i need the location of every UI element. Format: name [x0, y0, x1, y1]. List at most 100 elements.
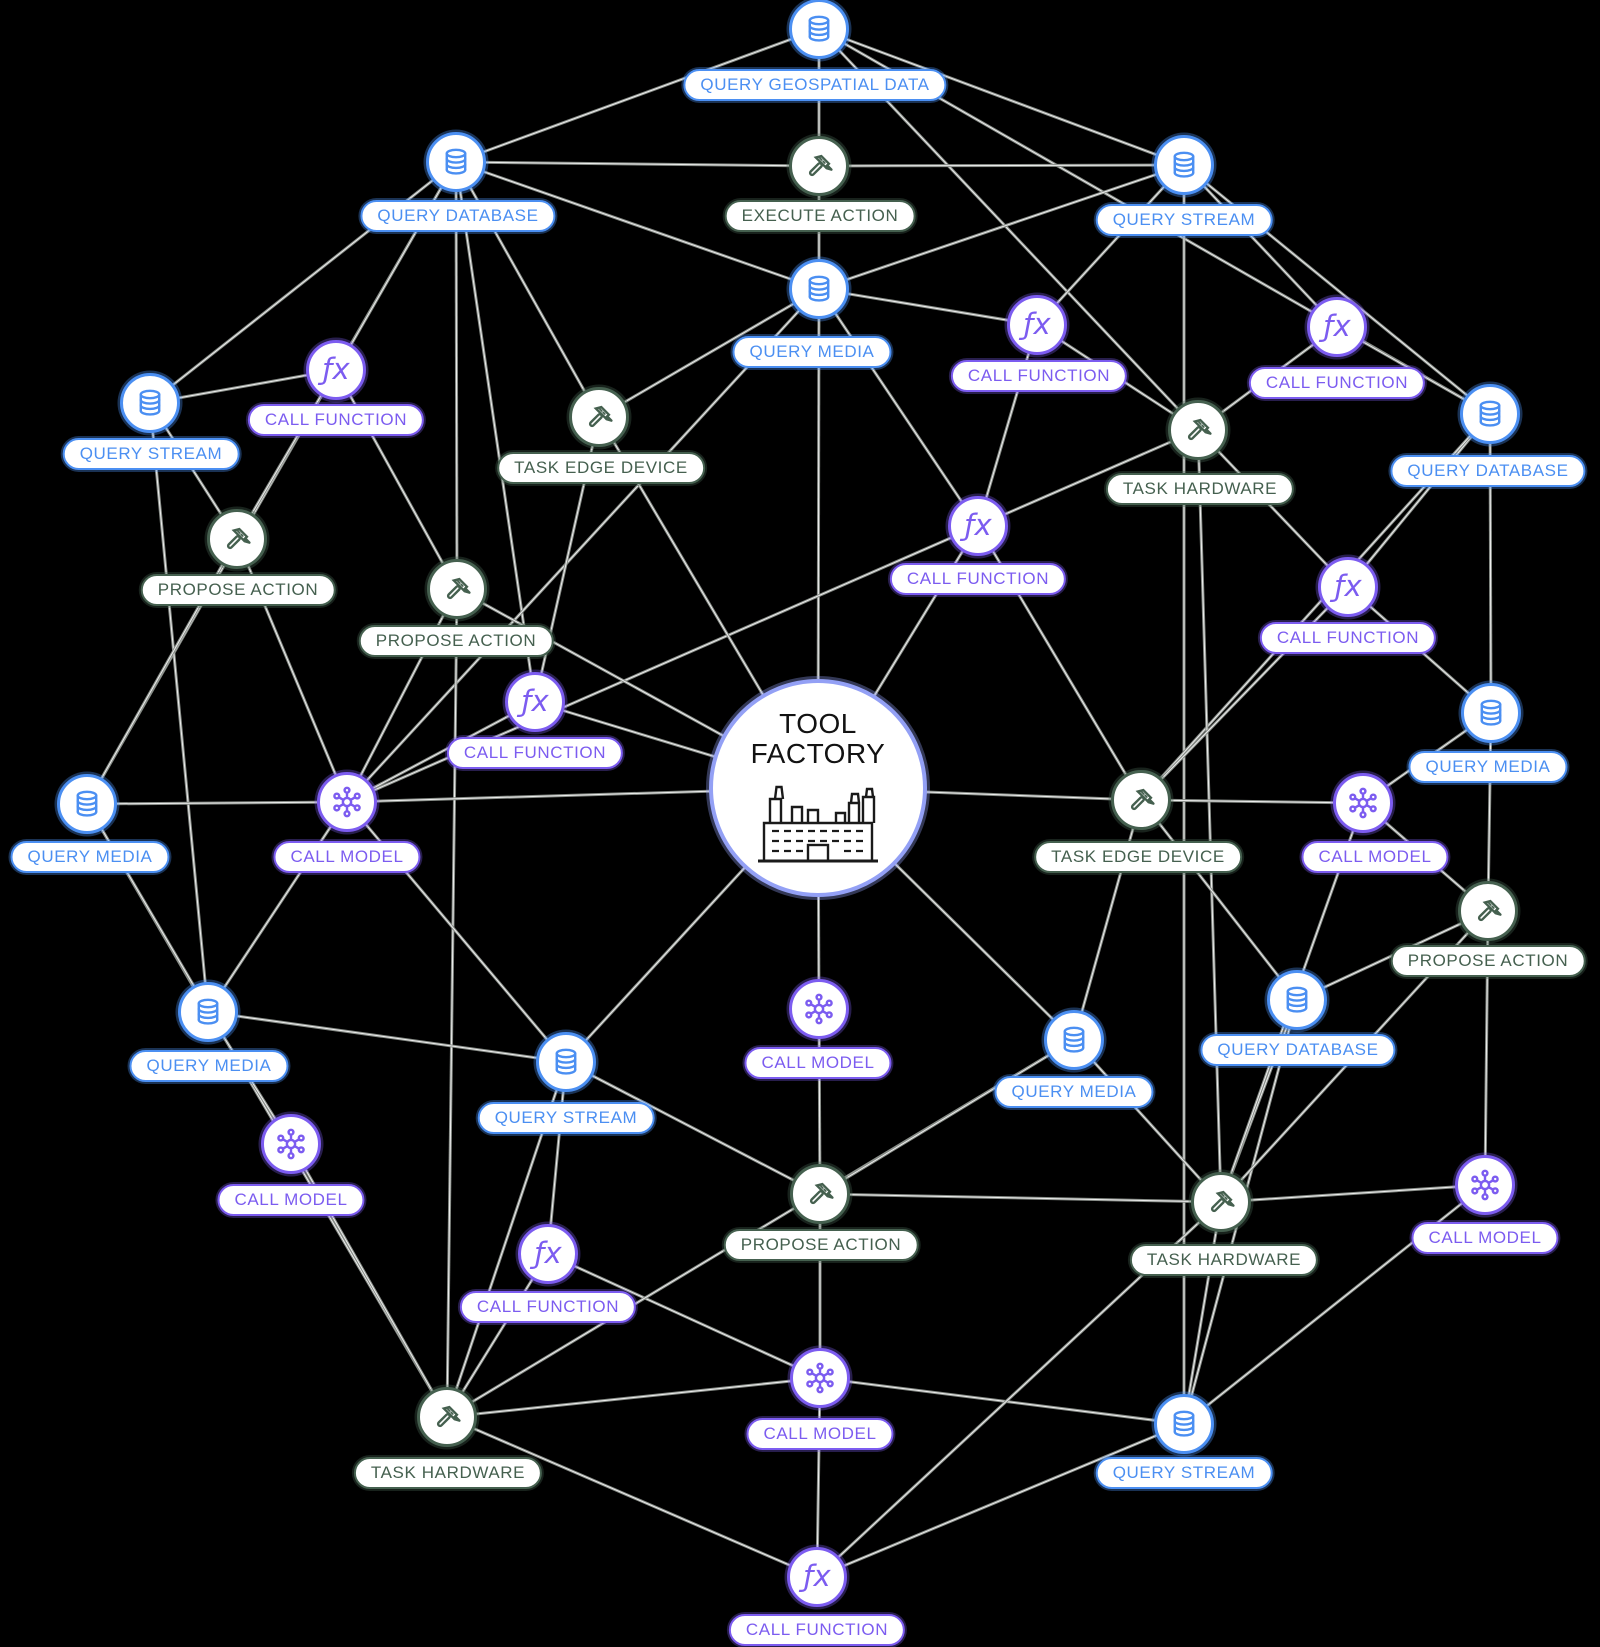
node-ted_tl[interactable]: [569, 387, 629, 447]
node-circle-qs_tr[interactable]: [1154, 135, 1214, 195]
node-circle-cm_bc[interactable]: [790, 1348, 850, 1408]
node-qm_ll[interactable]: [178, 982, 238, 1042]
node-label-qs_c[interactable]: QUERY STREAM: [477, 1102, 655, 1134]
node-th_bl[interactable]: [417, 1387, 477, 1447]
node-circle-cf_bot[interactable]: ƒx: [787, 1547, 847, 1607]
node-circle-th_tr[interactable]: [1168, 400, 1228, 460]
node-qs_l[interactable]: [120, 373, 180, 433]
node-qm_fr[interactable]: [1461, 683, 1521, 743]
node-label-qdb_lr[interactable]: QUERY DATABASE: [1200, 1034, 1396, 1066]
node-circle-cf_ll[interactable]: ƒx: [518, 1224, 578, 1284]
node-circle-cf_b[interactable]: ƒx: [1307, 297, 1367, 357]
node-label-cf_ll[interactable]: CALL FUNCTION: [459, 1291, 637, 1323]
node-circle-qm_fl[interactable]: [57, 774, 117, 834]
node-circle-qm_ll[interactable]: [178, 982, 238, 1042]
node-label-qs_br[interactable]: QUERY STREAM: [1095, 1457, 1273, 1489]
node-circle-cf_c[interactable]: ƒx: [948, 496, 1008, 556]
node-circle-cf_a[interactable]: ƒx: [1007, 295, 1067, 355]
node-circle-qdb_tl[interactable]: [426, 132, 486, 192]
node-label-th_bl[interactable]: TASK HARDWARE: [353, 1457, 543, 1489]
node-label-ted_tl[interactable]: TASK EDGE DEVICE: [497, 452, 705, 484]
node-cm_r[interactable]: [1333, 773, 1393, 833]
node-label-qs_tr[interactable]: QUERY STREAM: [1095, 204, 1273, 236]
node-circle-qm_fr[interactable]: [1461, 683, 1521, 743]
node-pa_fr[interactable]: [1458, 881, 1518, 941]
node-label-qm_top[interactable]: QUERY MEDIA: [732, 336, 892, 368]
node-circle-qs_br[interactable]: [1154, 1394, 1214, 1454]
node-pa_c[interactable]: [790, 1164, 850, 1224]
node-pa_l[interactable]: [207, 509, 267, 569]
node-circle-qgd[interactable]: [789, 0, 849, 59]
node-label-pa_2[interactable]: PROPOSE ACTION: [358, 625, 554, 657]
node-circle-qdb_lr[interactable]: [1267, 970, 1327, 1030]
node-label-qs_l[interactable]: QUERY STREAM: [62, 438, 240, 470]
node-circle-ted_r[interactable]: [1111, 770, 1171, 830]
node-label-qdb_tl[interactable]: QUERY DATABASE: [360, 200, 556, 232]
node-circle-qs_l[interactable]: [120, 373, 180, 433]
node-th_br[interactable]: [1191, 1172, 1251, 1232]
node-cf_tl[interactable]: ƒx: [306, 340, 366, 400]
node-cf_mid[interactable]: ƒx: [505, 672, 565, 732]
node-cf_a[interactable]: ƒx: [1007, 295, 1067, 355]
node-circle-cm_fr[interactable]: [1455, 1155, 1515, 1215]
node-circle-cm_c[interactable]: [789, 979, 849, 1039]
node-qm_fl[interactable]: [57, 774, 117, 834]
node-cm_bc[interactable]: [790, 1348, 850, 1408]
node-cm_ll[interactable]: [261, 1114, 321, 1174]
node-label-cf_c[interactable]: CALL FUNCTION: [889, 563, 1067, 595]
node-label-cm_ll[interactable]: CALL MODEL: [217, 1184, 365, 1216]
node-cf_ll[interactable]: ƒx: [518, 1224, 578, 1284]
node-label-qm_fr[interactable]: QUERY MEDIA: [1408, 751, 1568, 783]
node-label-qgd[interactable]: QUERY GEOSPATIAL DATA: [683, 69, 947, 101]
node-qs_c[interactable]: [536, 1032, 596, 1092]
node-circle-cm_ll[interactable]: [261, 1114, 321, 1174]
node-circle-ea[interactable]: [789, 136, 849, 196]
node-circle-pa_c[interactable]: [790, 1164, 850, 1224]
node-label-ted_r[interactable]: TASK EDGE DEVICE: [1034, 841, 1242, 873]
node-qm_cr[interactable]: [1044, 1010, 1104, 1070]
node-cm_fr[interactable]: [1455, 1155, 1515, 1215]
node-label-cm_c[interactable]: CALL MODEL: [744, 1047, 892, 1079]
node-circle-qdb_r[interactable]: [1460, 384, 1520, 444]
node-circle-qm_cr[interactable]: [1044, 1010, 1104, 1070]
node-circle-th_bl[interactable]: [417, 1387, 477, 1447]
node-circle-qs_c[interactable]: [536, 1032, 596, 1092]
node-label-pa_fr[interactable]: PROPOSE ACTION: [1390, 945, 1586, 977]
node-label-qm_fl[interactable]: QUERY MEDIA: [10, 841, 170, 873]
node-label-cf_bot[interactable]: CALL FUNCTION: [728, 1614, 906, 1646]
tool-factory-node[interactable]: TOOL FACTORY: [709, 679, 927, 897]
node-cf_b[interactable]: ƒx: [1307, 297, 1367, 357]
node-qs_br[interactable]: [1154, 1394, 1214, 1454]
node-label-ea[interactable]: EXECUTE ACTION: [724, 200, 916, 232]
node-circle-pa_2[interactable]: [427, 559, 487, 619]
node-ted_r[interactable]: [1111, 770, 1171, 830]
node-qdb_tl[interactable]: [426, 132, 486, 192]
node-qdb_r[interactable]: [1460, 384, 1520, 444]
node-label-qm_ll[interactable]: QUERY MEDIA: [129, 1050, 289, 1082]
node-label-cm_l[interactable]: CALL MODEL: [273, 841, 421, 873]
node-circle-qm_top[interactable]: [789, 259, 849, 319]
node-circle-cm_l[interactable]: [317, 772, 377, 832]
node-label-cm_bc[interactable]: CALL MODEL: [746, 1418, 894, 1450]
node-label-th_tr[interactable]: TASK HARDWARE: [1105, 473, 1295, 505]
node-cm_l[interactable]: [317, 772, 377, 832]
node-circle-cf_mid[interactable]: ƒx: [505, 672, 565, 732]
node-qs_tr[interactable]: [1154, 135, 1214, 195]
node-label-cf_mid[interactable]: CALL FUNCTION: [446, 737, 624, 769]
node-label-cf_b[interactable]: CALL FUNCTION: [1248, 367, 1426, 399]
node-label-cf_d[interactable]: CALL FUNCTION: [1259, 622, 1437, 654]
node-qm_top[interactable]: [789, 259, 849, 319]
node-circle-pa_l[interactable]: [207, 509, 267, 569]
node-ea[interactable]: [789, 136, 849, 196]
node-label-qdb_r[interactable]: QUERY DATABASE: [1390, 455, 1586, 487]
node-cf_bot[interactable]: ƒx: [787, 1547, 847, 1607]
node-label-qm_cr[interactable]: QUERY MEDIA: [994, 1076, 1154, 1108]
node-cf_c[interactable]: ƒx: [948, 496, 1008, 556]
node-cf_d[interactable]: ƒx: [1318, 557, 1378, 617]
node-label-cm_r[interactable]: CALL MODEL: [1301, 841, 1449, 873]
node-qdb_lr[interactable]: [1267, 970, 1327, 1030]
node-label-pa_l[interactable]: PROPOSE ACTION: [140, 574, 336, 606]
node-circle-ted_tl[interactable]: [569, 387, 629, 447]
node-circle-pa_fr[interactable]: [1458, 881, 1518, 941]
node-label-cm_fr[interactable]: CALL MODEL: [1411, 1222, 1559, 1254]
